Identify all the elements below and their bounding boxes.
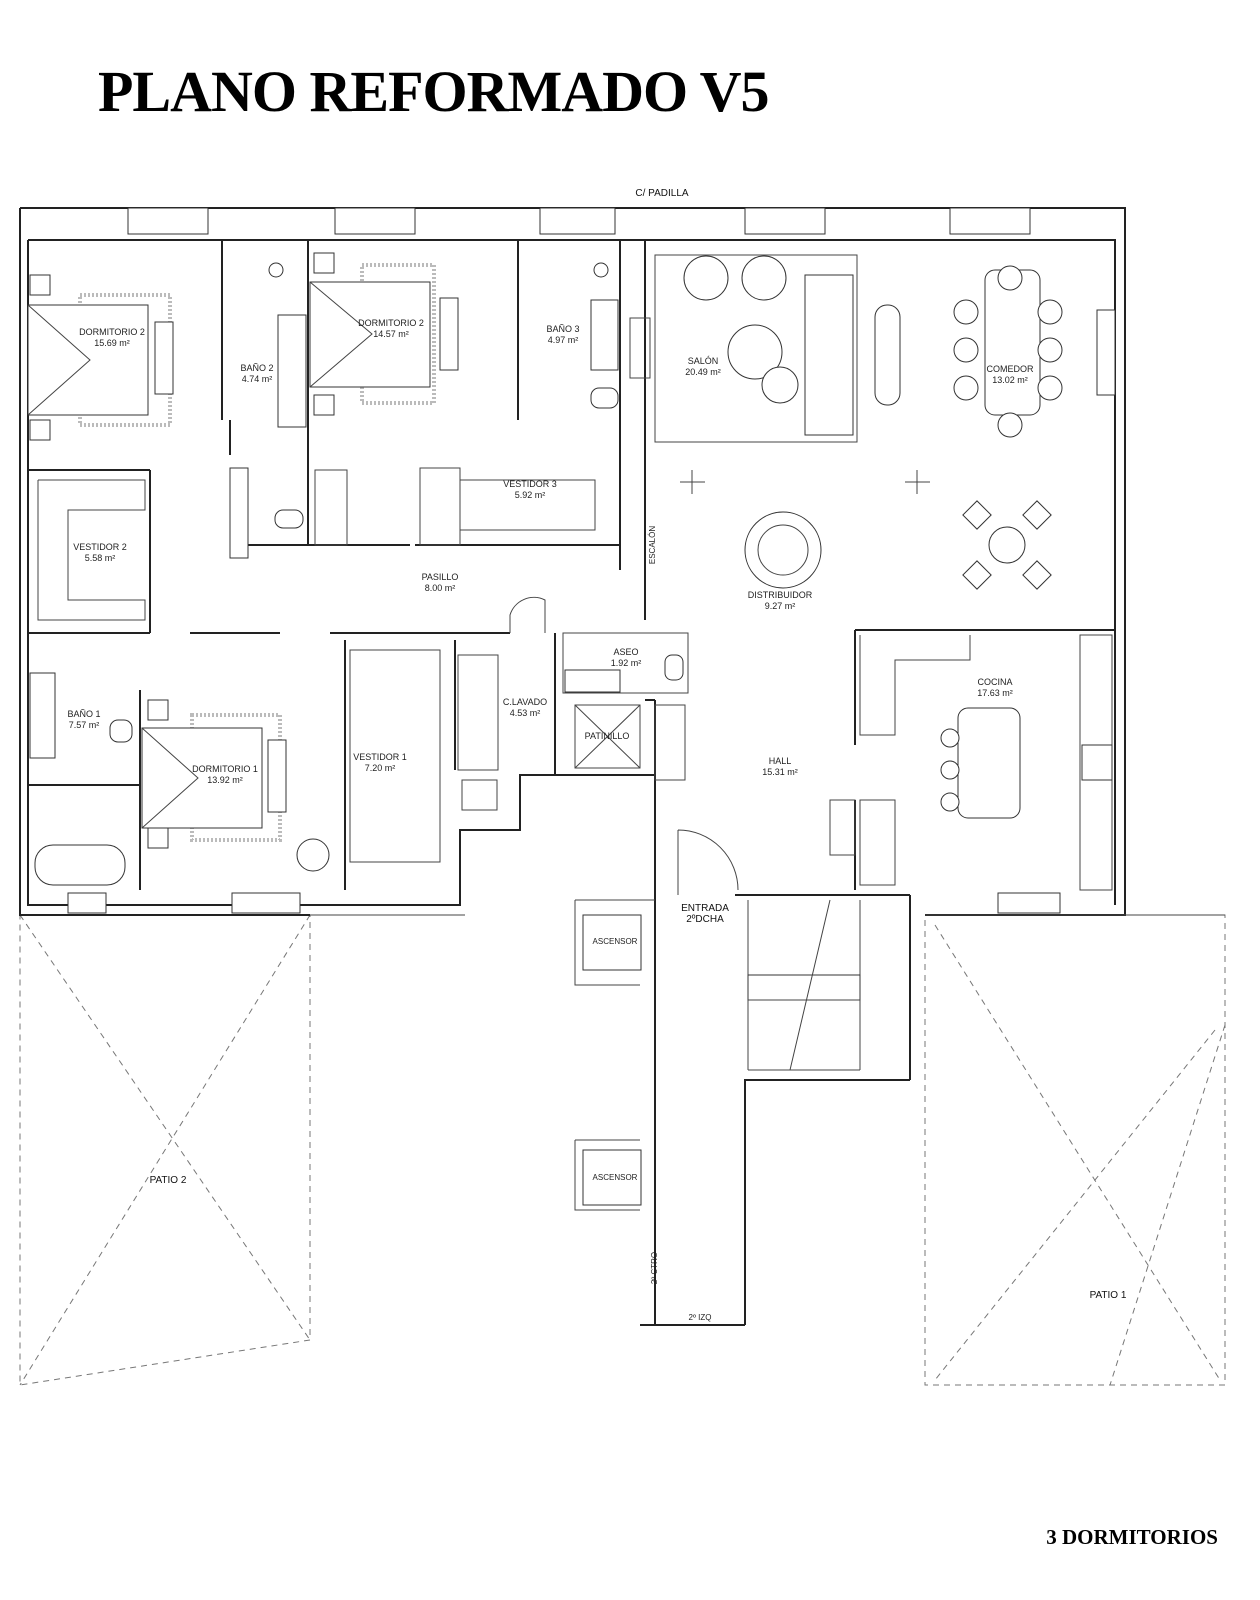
patio-1-label: PATIO 1 (1090, 1290, 1127, 1301)
room-area: 13.92 m² (207, 775, 243, 785)
room-name: SALÓN (688, 356, 719, 366)
room-area: 20.49 m² (685, 367, 721, 377)
room-name: VESTIDOR 1 (353, 752, 407, 762)
windows (67, 207, 1116, 914)
ascensor-1-label: ASCENSOR (593, 937, 638, 946)
room-name: DISTRIBUIDOR (748, 590, 813, 600)
bedroom-count: 3 DORMITORIOS (1046, 1525, 1218, 1549)
room-name: VESTIDOR 2 (73, 542, 127, 552)
dorm2a-furniture (27, 274, 174, 441)
room-name: COCINA (977, 677, 1012, 687)
room-name: VESTIDOR 3 (503, 479, 557, 489)
page-title: PLANO REFORMADO V5 (98, 59, 769, 124)
room-area: 14.57 m² (373, 329, 409, 339)
aseo-furniture: PATINILLO (509, 596, 689, 769)
room-name: PASILLO (422, 572, 459, 582)
patio-1: PATIO 1 (924, 914, 1226, 1386)
patinillo-label: PATINILLO (585, 731, 630, 741)
room-name: HALL (769, 756, 792, 766)
stair-core: ASCENSOR ASCENSOR ENTRADA 2ºDCHA 2º CTRO… (574, 829, 910, 1326)
vestidor-furniture (37, 467, 686, 863)
room-name: C.LAVADO (503, 697, 547, 707)
izq-label: 2º IZQ (689, 1313, 712, 1322)
room-area: 15.31 m² (762, 767, 798, 777)
room-area: 13.02 m² (992, 375, 1028, 385)
room-name: COMEDOR (987, 364, 1035, 374)
room-name: BAÑO 3 (546, 324, 579, 334)
room-area: 15.69 m² (94, 338, 130, 348)
patio-2-label: PATIO 2 (150, 1175, 187, 1186)
room-area: 8.00 m² (425, 583, 456, 593)
room-labels: DORMITORIO 2 15.69 m² DORMITORIO 2 14.57… (67, 318, 1034, 785)
room-area: 5.92 m² (515, 490, 546, 500)
room-name: DORMITORIO 2 (79, 327, 145, 337)
room-name: BAÑO 2 (240, 363, 273, 373)
room-area: 4.97 m² (548, 335, 579, 345)
entrada-label-1: ENTRADA (681, 903, 729, 914)
room-area: 7.20 m² (365, 763, 396, 773)
patio-2: PATIO 2 (19, 914, 311, 1386)
escalon-label: ESCALÓN (648, 526, 657, 564)
room-area: 4.53 m² (510, 708, 541, 718)
entrada-label-2: 2ºDCHA (686, 914, 724, 925)
room-area: 5.58 m² (85, 553, 116, 563)
living-furniture: ESCALÓN (629, 254, 1063, 590)
interior-walls (28, 240, 1115, 1325)
ctro-label: 2º CTRO (650, 1252, 659, 1284)
room-area: 7.57 m² (69, 720, 100, 730)
room-area: 9.27 m² (765, 601, 796, 611)
room-name: DORMITORIO 2 (358, 318, 424, 328)
bano-furniture (229, 262, 619, 559)
street-label: C/ PADILLA (635, 188, 688, 199)
room-name: DORMITORIO 1 (192, 764, 258, 774)
bano1-dorm1-furniture (29, 672, 330, 886)
room-name: BAÑO 1 (67, 709, 100, 719)
dorm2b-furniture (309, 252, 459, 416)
kitchen-furniture (829, 634, 1113, 891)
room-area: 4.74 m² (242, 374, 273, 384)
room-area: 1.92 m² (611, 658, 642, 668)
room-area: 17.63 m² (977, 688, 1013, 698)
room-name: ASEO (613, 647, 638, 657)
ascensor-2-label: ASCENSOR (593, 1173, 638, 1182)
